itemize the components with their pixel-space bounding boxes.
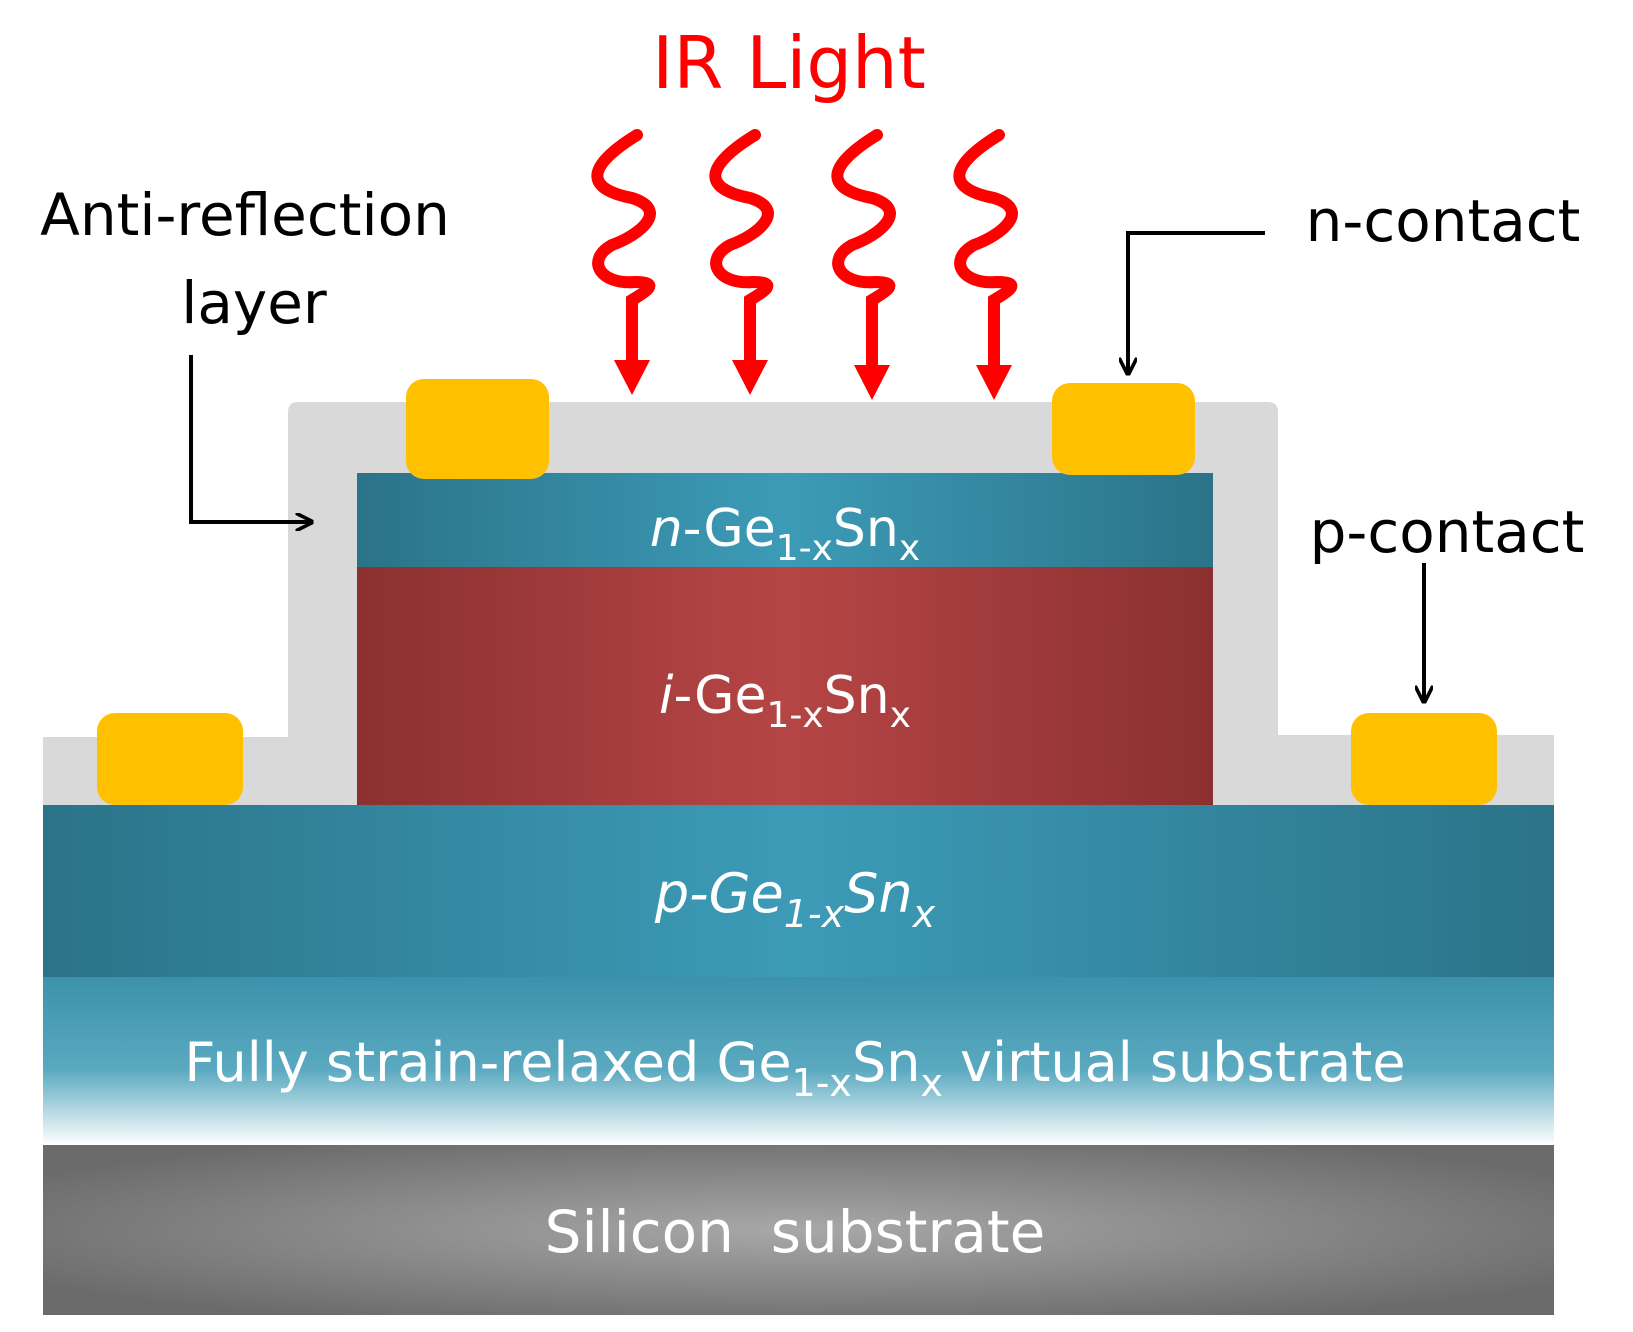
i-layer	[357, 567, 1213, 805]
ir-light-arrows	[591, 129, 1018, 376]
n-contact-pad-left	[406, 379, 549, 479]
n-contact-label: n-contact	[1306, 187, 1581, 255]
virtual-substrate-label: Fully strain-relaxed Ge1-xSnx virtual su…	[184, 1031, 1405, 1105]
p-contact-pad-right	[1351, 713, 1497, 805]
virtual-substrate-layer	[43, 977, 1554, 1145]
pointer-arrows	[189, 231, 1424, 700]
i-layer-label: i-Ge1-xSnx	[659, 666, 911, 736]
anti-reflection-label-line1: Anti-reflection	[40, 181, 450, 249]
arrowhead-icon	[732, 360, 768, 395]
anti-reflection-label-line2: layer	[181, 269, 327, 337]
arrowhead-icon	[854, 365, 890, 400]
ir-light-arrowheads	[614, 360, 1012, 400]
wavy-arrow-icon	[831, 129, 896, 376]
silicon-substrate-layer	[43, 1145, 1554, 1315]
n-layer-label: n-Ge1-xSnx	[650, 499, 920, 569]
p-contact-label: p-contact	[1310, 498, 1585, 566]
wavy-arrow-icon	[591, 129, 656, 371]
p-layer	[43, 805, 1554, 977]
n-contact-arrow-icon	[1128, 231, 1265, 372]
arrowhead-icon	[976, 365, 1012, 400]
anti-reflection-arrow-icon	[189, 355, 310, 522]
wavy-arrow-icon	[709, 129, 774, 371]
n-layer	[357, 473, 1213, 567]
p-layer-label: p-Ge1-xSnx	[654, 862, 936, 936]
p-contact-pad-left	[97, 713, 243, 805]
wavy-arrow-icon	[953, 129, 1018, 376]
n-contact-pad-right	[1052, 383, 1195, 475]
ir-light-title: IR Light	[652, 21, 926, 105]
arrowhead-icon	[614, 360, 650, 395]
silicon-substrate-label: Silicon substrate	[545, 1198, 1046, 1266]
